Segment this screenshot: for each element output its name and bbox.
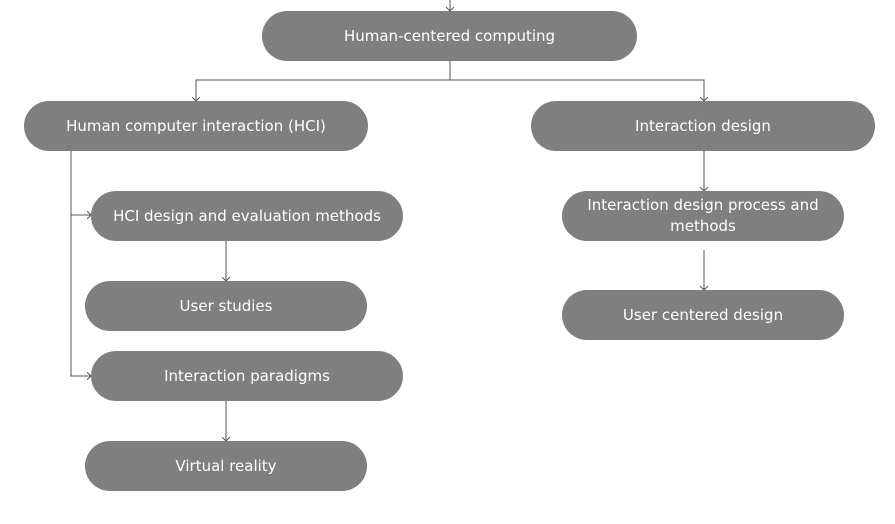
node-human-centered-computing: Human-centered computing (262, 11, 637, 61)
node-hci-design-evaluation-methods: HCI design and evaluation methods (91, 191, 403, 241)
connector-hci-paradigms (70, 215, 91, 376)
connector-hci-methods (70, 151, 91, 215)
connector-root-hci (196, 61, 451, 101)
node-interaction-design-process-methods: Interaction design process and methods (562, 191, 844, 241)
node-interaction-design: Interaction design (531, 101, 875, 151)
node-interaction-paradigms: Interaction paradigms (91, 351, 403, 401)
node-user-centered-design: User centered design (562, 290, 844, 340)
node-human-computer-interaction: Human computer interaction (HCI) (24, 101, 368, 151)
connector-root-ixd (450, 79, 704, 101)
node-user-studies: User studies (85, 281, 367, 331)
node-virtual-reality: Virtual reality (85, 441, 367, 491)
